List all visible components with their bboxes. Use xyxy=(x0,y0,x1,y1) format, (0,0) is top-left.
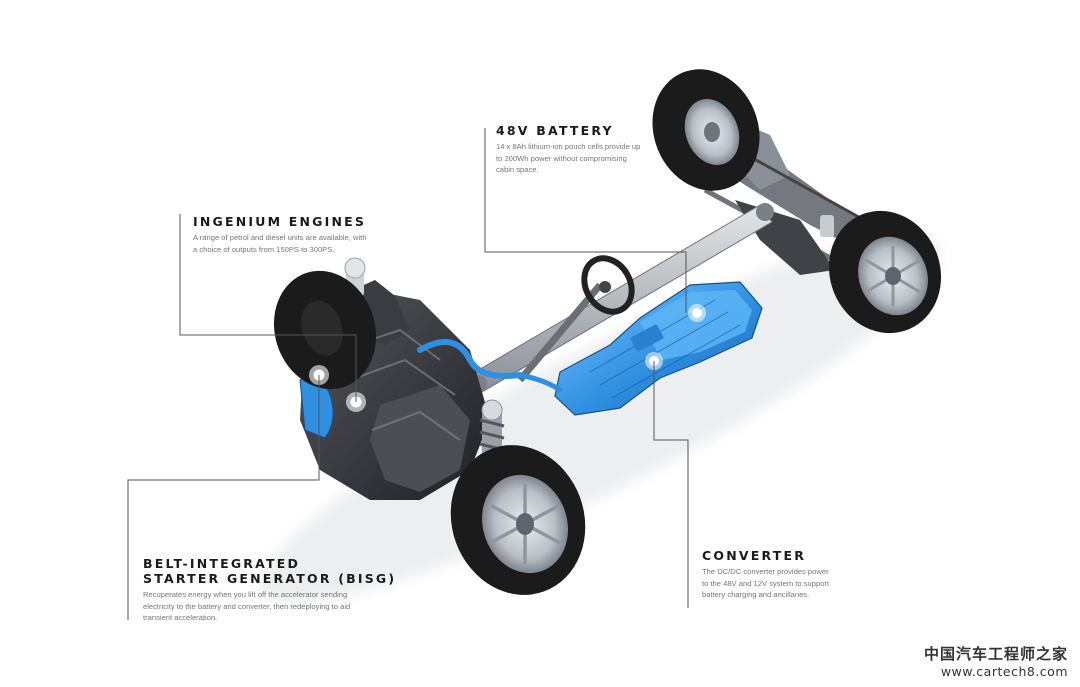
rear-left-wheel xyxy=(652,69,760,191)
callout-title-line1: BELT-INTEGRATED xyxy=(143,556,301,571)
callout-converter: CONVERTER The DC/DC converter provides p… xyxy=(702,548,832,601)
steering-assembly xyxy=(517,255,635,383)
leader-line-engines xyxy=(179,214,357,402)
callout-ingenium-engines: INGENIUM ENGINES A range of petrol and d… xyxy=(193,214,368,255)
hotspot-battery-marker xyxy=(688,304,706,322)
hybrid-battery-pack xyxy=(554,281,763,416)
watermark-chinese-text: 中国汽车工程师之家 xyxy=(923,645,1068,663)
watermark-url: www.cartech8.com xyxy=(940,664,1068,679)
callout-description: A range of petrol and diesel units are a… xyxy=(193,233,367,254)
callout-description: 14 x 8Ah lithium-ion pouch cells provide… xyxy=(496,142,641,174)
callout-description: Recuperates energy when you lift off the… xyxy=(143,590,351,622)
front-left-wheel xyxy=(273,270,377,390)
leader-line-converter xyxy=(653,361,689,608)
callout-title: CONVERTER xyxy=(702,548,807,563)
callout-title: INGENIUM ENGINES xyxy=(193,214,367,229)
rear-right-wheel xyxy=(828,210,942,334)
leader-line-battery xyxy=(484,128,687,313)
callout-48v-battery: 48V BATTERY 14 x 8Ah lithium-ion pouch c… xyxy=(496,123,646,176)
ground-shadow xyxy=(259,236,941,604)
leader-line-bisg xyxy=(127,375,320,620)
callout-description: The DC/DC converter provides power to th… xyxy=(702,567,830,599)
site-watermark: 中国汽车工程师之家 www.cartech8.com xyxy=(924,643,1068,679)
callout-bisg: BELT-INTEGRATED STARTER GENERATOR (BISG)… xyxy=(143,556,397,624)
callout-title: 48V BATTERY xyxy=(496,123,614,138)
front-right-wheel xyxy=(450,445,586,595)
callout-title-line2: STARTER GENERATOR (BISG) xyxy=(143,571,397,586)
